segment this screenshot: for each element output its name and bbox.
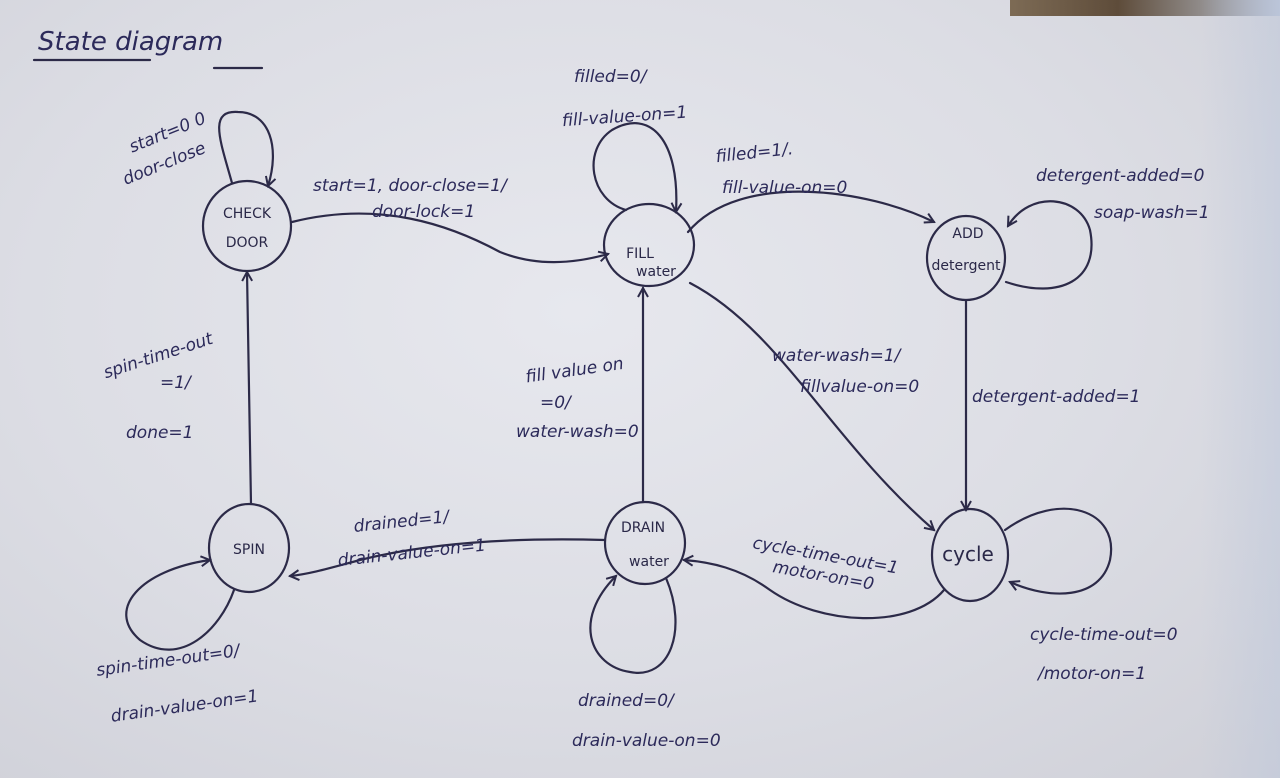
label-fill-self-2: fill-value-on=1 — [561, 102, 687, 131]
label-check-to-fill-1: start=1, door-close=1/ — [313, 176, 509, 196]
state-add-detergent: ADD detergent — [925, 214, 1007, 302]
state-drain-water-label-2: water — [629, 554, 669, 570]
label-spin-to-check-2: =1/ — [160, 373, 193, 393]
state-add-detergent-label-2: detergent — [932, 258, 1001, 274]
transition-add-self — [1004, 200, 1093, 290]
label-spin-to-check-1: spin-time-out — [101, 329, 217, 384]
label-cycle-self-2: /motor-on=1 — [1036, 664, 1146, 684]
transition-spin-self — [125, 560, 236, 651]
label-add-self-2: soap-wash=1 — [1094, 203, 1210, 223]
label-drain-self-1: drained=0/ — [578, 691, 676, 711]
state-fill-water-label-2: water — [636, 264, 676, 280]
state-fill-water: FILL water — [602, 202, 696, 288]
label-add-to-cycle: detergent-added=1 — [972, 387, 1141, 407]
state-check-door-label-1: CHECK — [223, 206, 272, 222]
state-drain-water-label-1: DRAIN — [621, 520, 665, 536]
label-fill-to-add-2: fill-value-on=0 — [722, 178, 847, 198]
label-drain-to-fill-2: =0/ — [540, 393, 573, 413]
label-drain-to-spin-1: drained=1/ — [353, 507, 453, 537]
transition-check-to-fill — [290, 212, 608, 264]
background-edge — [1200, 0, 1280, 778]
transition-check-self — [218, 110, 273, 186]
label-drain-self-2: drain-value-on=0 — [572, 731, 721, 751]
label-fill-to-cycle-1: water-wash=1/ — [772, 346, 903, 366]
state-spin-label: SPIN — [233, 542, 265, 558]
label-drain-to-fill-3: water-wash=0 — [516, 422, 639, 442]
label-cycle-self-1: cycle-time-out=0 — [1030, 625, 1178, 645]
state-fill-water-label-1: FILL — [626, 246, 654, 262]
transition-spin-to-check — [247, 272, 251, 506]
state-add-detergent-label-1: ADD — [952, 226, 983, 242]
label-spin-to-check-3: done=1 — [126, 423, 194, 443]
label-fill-to-cycle-2: fillvalue-on=0 — [800, 377, 919, 397]
label-spin-self-2: drain-value-on=1 — [110, 686, 260, 726]
transition-fill-self — [592, 122, 677, 212]
state-spin: SPIN — [207, 502, 291, 594]
state-drain-water: DRAIN water — [603, 500, 687, 586]
state-check-door-label-2: DOOR — [226, 235, 269, 251]
transition-cycle-self — [1003, 507, 1113, 595]
state-cycle: cycle — [930, 507, 1010, 603]
transition-drain-to-spin — [290, 538, 607, 576]
transition-fill-to-cycle — [688, 281, 934, 530]
state-check-door: CHECK DOOR — [201, 179, 293, 273]
label-spin-self-1: spin-time-out=0/ — [95, 641, 243, 681]
transition-cycle-to-drain — [684, 560, 946, 620]
transition-drain-self — [589, 576, 677, 674]
state-cycle-label: cycle — [942, 542, 994, 566]
label-check-to-fill-2: door-lock=1 — [372, 202, 475, 222]
label-drain-to-spin-2: drain-value-on=1 — [337, 536, 487, 571]
label-fill-to-add-1: filled=1/. — [715, 139, 795, 167]
diagram-title: State diagram — [38, 27, 223, 57]
transition-fill-to-add — [686, 190, 934, 234]
label-drain-to-fill-1: fill value on — [524, 354, 625, 388]
label-add-self-1: detergent-added=0 — [1036, 166, 1205, 186]
label-fill-self-1: filled=0/ — [574, 67, 649, 87]
